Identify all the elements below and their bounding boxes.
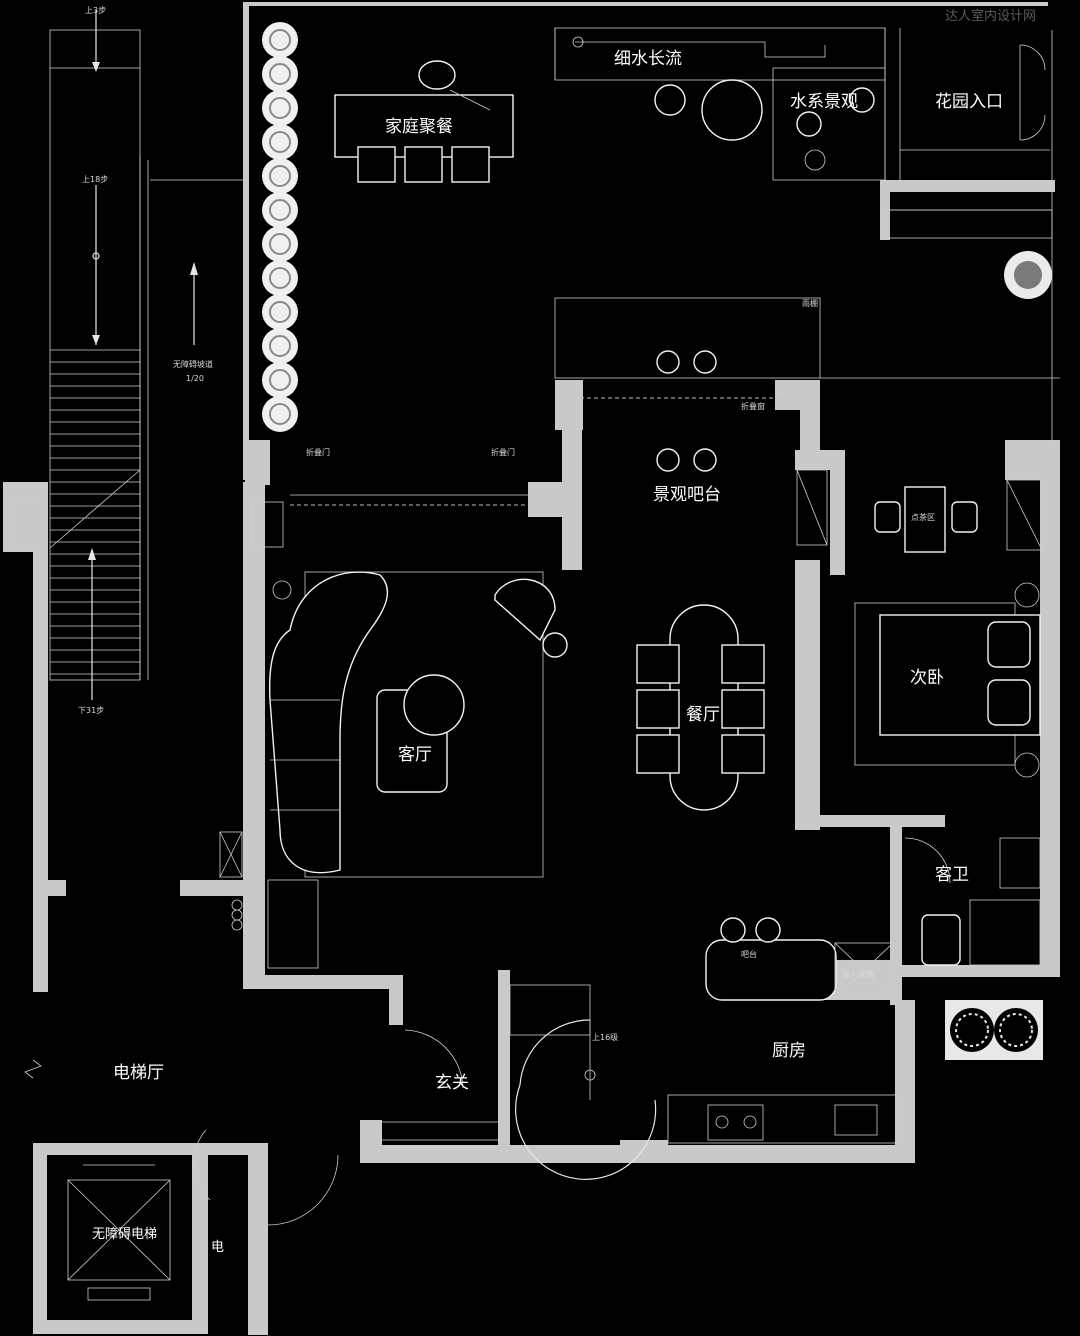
room-label-elevator: 无障碍电梯 (92, 1227, 157, 1242)
label-stair-up: 上16级 (592, 1032, 618, 1042)
room-labels: 达人室内设计网 家庭聚餐 细水长流 水系景观 花园入口 景观吧台 点茶区 客厅 … (78, 6, 1036, 1255)
tree-icon (262, 396, 298, 432)
label-down-31: 下31步 (78, 706, 104, 715)
dining-chair (636, 689, 680, 729)
tree-icon (262, 158, 298, 194)
room-label-dining-room: 餐厅 (686, 705, 720, 725)
label-bar-table: 吧台 (741, 949, 757, 959)
tree-icon (262, 328, 298, 364)
tree-icon (1004, 251, 1052, 299)
dining-furniture (636, 604, 765, 811)
garden-area (290, 27, 1060, 506)
dining-chair (721, 734, 765, 774)
tree-icon (262, 90, 298, 126)
exterior-stairs (49, 10, 243, 700)
fan-icon (945, 1000, 1043, 1060)
label-ramp: 无障碍坡道 (173, 359, 213, 369)
tree-icon (262, 260, 298, 296)
room-label-bar-counter: 景观吧台 (653, 485, 721, 505)
room-label-foyer: 玄关 (435, 1073, 469, 1093)
label-canopy: 雨棚 (802, 298, 818, 308)
room-label-elevator-hall: 电梯厅 (113, 1063, 164, 1083)
kitchen-furniture (509, 917, 899, 1180)
walls (3, 2, 1060, 1335)
room-label-electric-room: 电 (211, 1240, 224, 1255)
room-label-water-landscape: 水系景观 (790, 92, 858, 112)
dining-chair (636, 734, 680, 774)
tree-icon (262, 192, 298, 228)
room-label-second-bedroom: 次卧 (910, 668, 944, 688)
label-folding-door-right: 折叠门 (491, 447, 515, 457)
room-label-family-dining: 家庭聚餐 (385, 117, 453, 137)
room-label-tea-area: 点茶区 (911, 512, 935, 522)
label-up-3: 上3步 (85, 6, 106, 15)
room-label-living-room: 客厅 (398, 745, 432, 765)
label-ramp-ratio: 1/20 (186, 374, 204, 383)
label-folding-window: 折叠窗 (741, 401, 765, 411)
room-label-kitchen: 厨房 (772, 1041, 806, 1061)
tree-icon (262, 124, 298, 160)
tree-icon (262, 22, 298, 58)
watermark: 达人室内设计网 (945, 8, 1036, 24)
label-embedded-fridge: 嵌入冰箱 (842, 969, 874, 979)
guest-bath-fixtures (904, 837, 1041, 966)
dining-chair (636, 644, 680, 684)
label-folding-door-left: 折叠门 (306, 447, 330, 457)
elevator-icon (67, 1164, 171, 1301)
bedroom-furniture (854, 582, 1041, 778)
living-room-furniture (9, 501, 568, 969)
dining-chair (721, 689, 765, 729)
tea-area-furniture (796, 469, 1043, 553)
foyer-door (193, 1029, 500, 1226)
room-label-stream: 细水长流 (614, 49, 682, 69)
dining-chair (721, 644, 765, 684)
tree-row (262, 22, 298, 432)
room-label-guest-bath: 客卫 (935, 865, 969, 885)
break-line (24, 1059, 42, 1079)
tree-icon (262, 56, 298, 92)
tree-icon (262, 294, 298, 330)
room-label-garden-entrance: 花园入口 (935, 92, 1003, 112)
tree-icon (262, 226, 298, 262)
label-up-18: 上18步 (82, 175, 108, 184)
tree-icon (262, 362, 298, 398)
